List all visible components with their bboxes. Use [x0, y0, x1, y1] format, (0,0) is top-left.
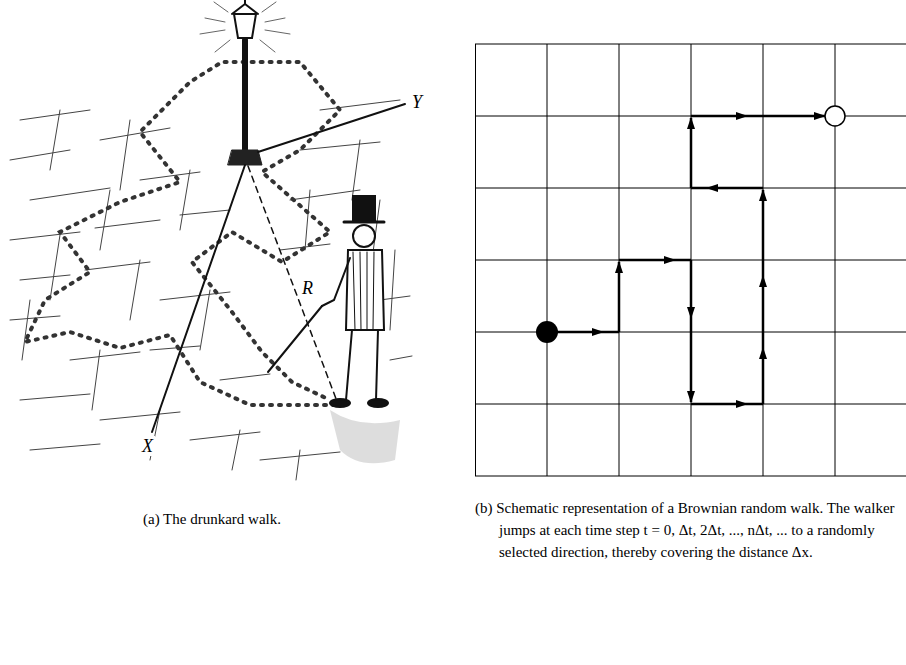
subfigure-caption: (b) Schematic representation of a Browni…	[475, 497, 900, 563]
axis-letter: Y	[410, 92, 424, 112]
axis-letter: R	[300, 278, 315, 298]
start-dot	[536, 321, 558, 343]
end-circle	[825, 106, 845, 126]
lattice-grid	[475, 44, 906, 476]
subfigure-caption: (a) The drunkard walk.	[143, 508, 281, 530]
axis-letter: X	[140, 436, 155, 456]
drunkard-sketch	[10, 0, 412, 480]
walk-path	[547, 116, 825, 404]
